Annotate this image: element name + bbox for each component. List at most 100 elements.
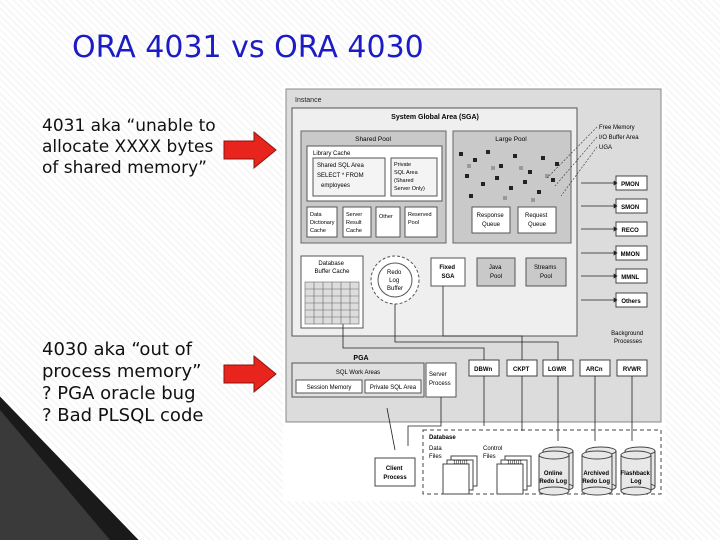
flashback-log-line: Log bbox=[631, 479, 642, 485]
private-sql-area-line: Private bbox=[394, 162, 411, 168]
process-ckpt: CKPT bbox=[513, 367, 530, 373]
bg-process-mmnl: MMNL bbox=[621, 275, 639, 281]
bullet-ora-4030: 4030 aka “out of process memory” ? PGA o… bbox=[42, 339, 252, 427]
free-memory-line: I/O Buffer Area bbox=[599, 135, 639, 141]
request-queue-line: Request bbox=[525, 213, 548, 219]
java-pool-box: Java Pool bbox=[489, 265, 503, 280]
log-cylinders bbox=[538, 446, 656, 496]
buffer-cache-grid bbox=[304, 281, 360, 325]
fixed-sga-line: SGA bbox=[441, 274, 455, 280]
fixed-sga-box: Fixed SGA bbox=[439, 265, 456, 280]
data-file-bits: 10101 bbox=[453, 460, 468, 466]
client-process-line: Client bbox=[386, 466, 403, 472]
fixed-sga-line: Fixed bbox=[439, 265, 455, 271]
reserved-pool-box: Reserved Pool bbox=[408, 212, 433, 226]
other-pool-label: Other bbox=[379, 214, 393, 220]
streams-pool-line: Streams bbox=[534, 265, 556, 271]
private-sql-area-box: Private SQL Area (Shared Server Only) bbox=[394, 162, 425, 192]
database-buffer-cache-line: Buffer Cache bbox=[315, 269, 351, 275]
session-memory-label: Session Memory bbox=[307, 385, 352, 391]
archived-redo-line: Archived bbox=[583, 471, 609, 477]
pga-label: PGA bbox=[353, 355, 368, 362]
data-dictionary-cache-line: Data bbox=[310, 212, 323, 218]
server-result-cache-line: Server bbox=[346, 212, 362, 218]
server-process-box: Server Process bbox=[429, 372, 451, 387]
shared-sql-area-line: SELECT * FROM bbox=[317, 173, 364, 179]
redo-log-buffer-line: Buffer bbox=[387, 286, 403, 292]
control-file-bits: 10101 bbox=[507, 460, 522, 466]
online-redo-line: Redo Log bbox=[539, 479, 567, 485]
streams-pool-box: Streams Pool bbox=[534, 265, 558, 280]
control-files-label: Control Files bbox=[483, 446, 504, 460]
background-processes-label: Background Processes bbox=[611, 331, 645, 345]
slide-title: ORA 4031 vs ORA 4030 bbox=[72, 30, 424, 65]
reserved-pool-line: Pool bbox=[408, 220, 419, 226]
response-queue-line: Queue bbox=[482, 222, 501, 228]
java-pool-line: Java bbox=[489, 265, 502, 271]
control-files-line: Control bbox=[483, 446, 502, 452]
large-pool-gray-blocks bbox=[467, 164, 549, 202]
sga-label: System Global Area (SGA) bbox=[391, 114, 479, 121]
library-cache-label: Library Cache bbox=[313, 151, 351, 157]
data-dictionary-cache-box: Data Dictionary Cache bbox=[310, 212, 336, 234]
large-pool-blocks bbox=[459, 150, 559, 198]
control-files-line: Files bbox=[483, 454, 496, 460]
data-dictionary-cache-line: Cache bbox=[310, 228, 326, 234]
redo-log-buffer-line: Redo bbox=[387, 270, 402, 276]
shared-pool-label: Shared Pool bbox=[355, 136, 391, 143]
server-result-cache-box: Server Result Cache bbox=[346, 212, 364, 234]
data-files-label: Data Files bbox=[429, 446, 443, 460]
large-pool-label: Large Pool bbox=[495, 136, 527, 143]
reserved-pool-line: Reserved bbox=[408, 212, 432, 218]
online-redo-line: Online bbox=[544, 471, 563, 477]
bg-process-pmon: PMON bbox=[621, 182, 639, 188]
arrow-to-pga-icon bbox=[223, 354, 277, 394]
background-process-boxes bbox=[615, 175, 648, 308]
bg-process-mmon: MMON bbox=[621, 252, 640, 258]
background-processes-line: Background bbox=[611, 331, 643, 337]
control-file-stack bbox=[496, 455, 532, 495]
server-process-line: Process bbox=[429, 381, 451, 387]
data-files-line: Data bbox=[429, 446, 442, 452]
redo-log-buffer-box: Redo Log Buffer bbox=[387, 270, 403, 292]
process-dbwn: DBWn bbox=[474, 367, 492, 373]
bg-process-arrows bbox=[581, 180, 618, 303]
data-file-stack bbox=[442, 455, 478, 495]
arrow-to-sga-icon bbox=[223, 130, 277, 170]
free-memory-line: UGA bbox=[599, 145, 612, 151]
request-queue-line: Queue bbox=[528, 222, 547, 228]
log-labels: Online Redo Log Archived Redo Log Flashb… bbox=[539, 471, 651, 485]
response-queue-line: Response bbox=[477, 213, 505, 219]
server-result-cache-line: Result bbox=[346, 220, 362, 226]
java-pool-line: Pool bbox=[490, 274, 502, 280]
redo-log-buffer-line: Log bbox=[389, 278, 399, 284]
background-processes-line: Processes bbox=[614, 339, 642, 345]
bullet-line: ? Bad PLSQL code bbox=[42, 405, 204, 426]
instance-label: Instance bbox=[295, 97, 322, 104]
private-sql-area-line: SQL Area bbox=[394, 170, 419, 176]
bullet-line: 4030 aka “out of bbox=[42, 339, 192, 360]
bottom-process-labels: DBWn CKPT LGWR ARCn RVWR bbox=[474, 367, 642, 373]
server-result-cache-line: Cache bbox=[346, 228, 362, 234]
server-process-line: Server bbox=[429, 372, 447, 378]
private-sql-area-line: Server Only) bbox=[394, 186, 425, 192]
shared-sql-area-line: Shared SQL Area bbox=[317, 163, 364, 169]
free-memory-leaders bbox=[546, 126, 598, 197]
bullet-ora-4031: 4031 aka “unable to allocate XXXX bytes … bbox=[42, 116, 216, 178]
archived-redo-line: Redo Log bbox=[582, 479, 610, 485]
sql-work-areas-label: SQL Work Areas bbox=[336, 370, 380, 376]
database-buffer-cache-line: Database bbox=[318, 261, 344, 267]
process-arcn: ARCn bbox=[586, 367, 603, 373]
streams-pool-line: Pool bbox=[540, 274, 552, 280]
bullet-line: process memory” bbox=[42, 361, 202, 382]
bg-process-smon: SMON bbox=[621, 205, 639, 211]
data-dictionary-cache-line: Dictionary bbox=[310, 220, 335, 226]
bg-process-reco: RECO bbox=[621, 228, 639, 234]
data-files-line: Files bbox=[429, 454, 442, 460]
process-rvwr: RVWR bbox=[623, 367, 642, 373]
database-label: Database bbox=[429, 435, 456, 441]
private-sql-area-line: (Shared bbox=[394, 178, 414, 184]
shared-sql-area-line: employees bbox=[321, 183, 350, 189]
free-memory-line: Free Memory bbox=[599, 125, 635, 131]
